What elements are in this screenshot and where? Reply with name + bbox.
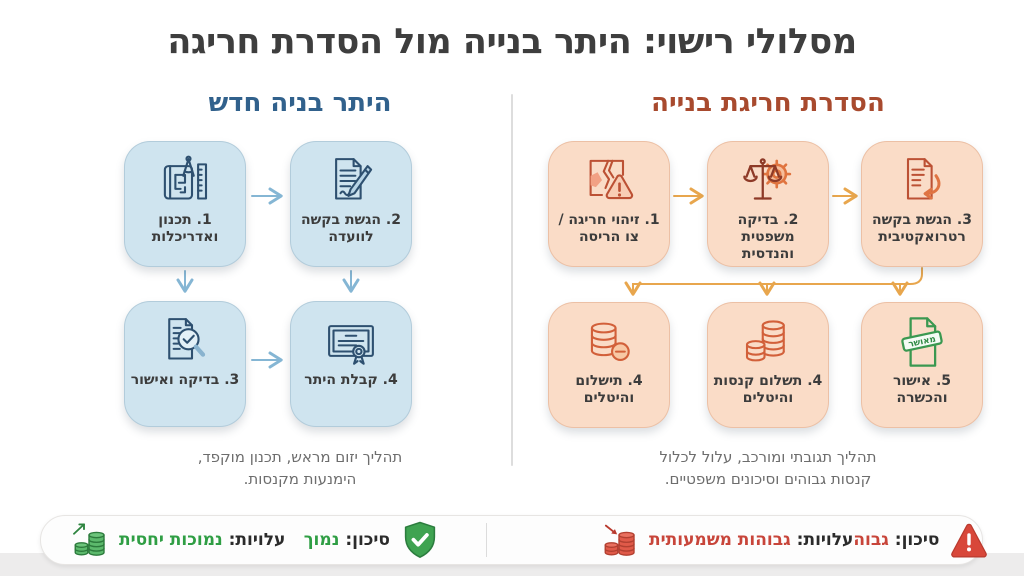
approved-stamp-icon: מאושר bbox=[894, 314, 950, 370]
blueprint-compass-icon bbox=[157, 153, 213, 209]
step-label: 2. בדיקה משפטית והנדסית bbox=[737, 212, 799, 263]
step-box-right-2: 2. בדיקה משפטית והנדסית bbox=[707, 141, 829, 267]
step-label: 4. קבלת היתר bbox=[304, 372, 398, 388]
left-panel-heading: היתר בניה חדש bbox=[208, 88, 392, 118]
right-caption-line1: תהליך תגובתי ומורכב, עלול לכלול bbox=[659, 448, 877, 466]
column-divider bbox=[511, 94, 513, 466]
left-caption-line2: הימנעות מקנסות. bbox=[243, 469, 357, 488]
costs-label: עלויות: bbox=[228, 530, 286, 550]
step-box-right-3: 3. הגשת בקשה רטרואקטיבית bbox=[861, 141, 983, 267]
step-box-left-4: 4. קבלת היתר bbox=[290, 301, 412, 427]
coins-stack-icon bbox=[740, 314, 796, 370]
right-caption-line2: קנסות גבוהים וסיכונים משפטיים. bbox=[664, 469, 872, 488]
step-box-left-2: 2. הגשת בקשה לוועדה bbox=[290, 141, 412, 267]
left-caption-line1: תהליך יזום מראש, תכנון מוקפד, bbox=[197, 448, 403, 466]
right-panel-heading: הסדרת חריגת בנייה bbox=[651, 88, 885, 118]
certificate-icon bbox=[323, 313, 379, 369]
risk-value: נמוך bbox=[303, 530, 340, 550]
risk-value: גבוה bbox=[853, 530, 889, 550]
document-magnifier-icon bbox=[157, 313, 213, 369]
costs-value: גבוהות משמעותית bbox=[649, 530, 791, 550]
shield-check-icon bbox=[400, 520, 440, 560]
document-pen-icon bbox=[323, 153, 379, 209]
step-box-right-5: 4. תשלום קנסות והיטלים bbox=[707, 302, 829, 428]
costs-text-left: עלויות: נמוכות יחסית bbox=[119, 530, 285, 550]
scales-gear-icon bbox=[740, 153, 796, 209]
step-label: 3. בדיקה ואישור bbox=[130, 372, 240, 388]
coins-up-icon bbox=[69, 520, 109, 560]
risk-label: סיכון: bbox=[894, 530, 940, 550]
step-label: 5. אישור והכשרה bbox=[892, 373, 952, 407]
step-label: 4. תשלום קנסות והיטלים bbox=[713, 373, 823, 407]
costs-text-right: עלויות: גבוהות משמעותית bbox=[649, 530, 853, 550]
document-retro-arrow-icon bbox=[894, 153, 950, 209]
footer-right-costs-group: עלויות: גבוהות משמעותית bbox=[599, 520, 853, 560]
main-title: מסלולי רישוי: היתר בנייה מול הסדרת חריגה bbox=[167, 22, 857, 62]
coins-minus-icon bbox=[581, 314, 637, 370]
footer-left-risk-group: סיכון: נמוך bbox=[304, 520, 440, 560]
warning-triangle-icon bbox=[949, 520, 989, 560]
footer-bar: עלויות: נמוכות יחסית סיכון: נמוך עלויות:… bbox=[40, 515, 988, 565]
broken-wall-warning-icon bbox=[581, 153, 637, 209]
costs-value: נמוכות יחסית bbox=[119, 530, 223, 550]
right-caption: תהליך תגובתי ומורכב, עלול לכלול קנסות גב… bbox=[598, 447, 938, 491]
risk-label: סיכון: bbox=[345, 530, 390, 550]
step-label: 1. זיהוי חריגה / צו הריסה bbox=[558, 212, 660, 246]
step-label: 3. הגשת בקשה רטרואקטיבית bbox=[872, 212, 972, 246]
risk-text-left: סיכון: נמוך bbox=[304, 530, 390, 550]
footer-left-costs-group: עלויות: נמוכות יחסית bbox=[69, 520, 285, 560]
step-label: 1. תכנון ואדריכלות bbox=[151, 212, 219, 246]
footer-divider bbox=[486, 523, 487, 557]
step-box-right-1: 1. זיהוי חריגה / צו הריסה bbox=[548, 141, 670, 267]
footer-right-section: עלויות: גבוהות משמעותית סיכון: גבוה bbox=[487, 516, 988, 564]
footer-left-section: עלויות: נמוכות יחסית סיכון: נמוך bbox=[41, 516, 486, 564]
step-box-right-4: 4. תישלום והיטלים bbox=[548, 302, 670, 428]
coins-down-icon bbox=[599, 520, 639, 560]
step-label: 2. הגשת בקשה לוועדה bbox=[301, 212, 401, 246]
step-box-left-1: 1. תכנון ואדריכלות bbox=[124, 141, 246, 267]
costs-label: עלויות: bbox=[796, 530, 854, 550]
step-box-left-3: 3. בדיקה ואישור bbox=[124, 301, 246, 427]
left-caption: תהליך יזום מראש, תכנון מוקפד, הימנעות מק… bbox=[130, 447, 470, 491]
step-label: 4. תישלום והיטלים bbox=[575, 373, 643, 407]
footer-right-risk-group: סיכון: גבוה bbox=[853, 520, 989, 560]
risk-text-right: סיכון: גבוה bbox=[853, 530, 939, 550]
